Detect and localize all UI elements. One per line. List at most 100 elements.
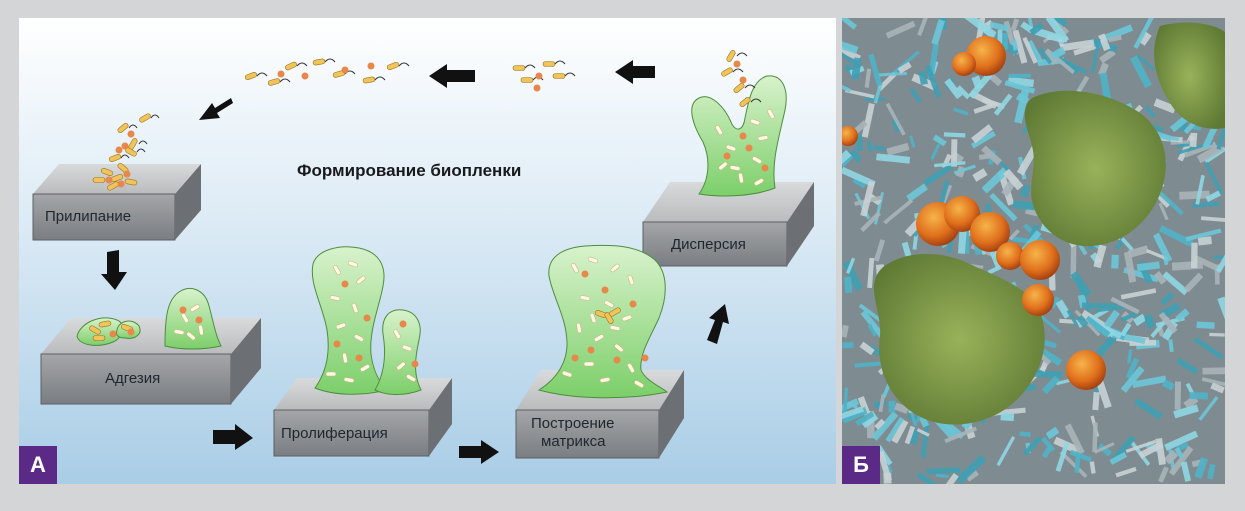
crystal bbox=[1041, 444, 1054, 459]
coccus-bacterium bbox=[739, 76, 747, 84]
crystal bbox=[1120, 322, 1132, 337]
crystal bbox=[970, 130, 996, 149]
crystal bbox=[1126, 349, 1133, 364]
crystal bbox=[842, 47, 861, 69]
crystal bbox=[934, 161, 966, 168]
rod-bacterium bbox=[542, 61, 556, 67]
rod-bacterium bbox=[767, 109, 775, 119]
flagellum bbox=[750, 98, 762, 103]
crystal bbox=[1189, 132, 1198, 148]
crystal bbox=[1059, 39, 1095, 52]
flagellum bbox=[374, 76, 386, 81]
crystal bbox=[993, 93, 1013, 116]
crystal bbox=[965, 469, 979, 482]
coccus-bacterium bbox=[109, 330, 117, 338]
flagellum bbox=[736, 52, 748, 57]
stage-label-matrix-line2: матрикса bbox=[541, 433, 606, 450]
flagellum bbox=[554, 60, 566, 65]
crystal bbox=[935, 473, 949, 479]
crystal bbox=[1019, 431, 1031, 437]
rod-bacterium bbox=[609, 325, 621, 331]
crystal bbox=[1180, 461, 1192, 482]
coccus-bacterium bbox=[601, 286, 609, 294]
crystal bbox=[1205, 190, 1221, 203]
flagellum bbox=[138, 140, 148, 145]
rod-bacterium bbox=[244, 72, 258, 80]
rod-bacterium bbox=[356, 275, 366, 285]
coccus-bacterium bbox=[127, 130, 135, 138]
crystal bbox=[1059, 450, 1088, 478]
rod-bacterium bbox=[752, 156, 762, 164]
rod-bacterium bbox=[124, 178, 138, 186]
stage-adhesion: Адгезия bbox=[40, 318, 261, 405]
coccus-bacterium bbox=[277, 70, 285, 78]
diagram-title: Формирование биопленки bbox=[297, 161, 521, 180]
crystal bbox=[1202, 367, 1225, 375]
biofilm-tower-short bbox=[374, 309, 422, 395]
rod-bacterium bbox=[614, 343, 624, 353]
crystal bbox=[1066, 309, 1079, 326]
crystal bbox=[1197, 236, 1212, 246]
crystal bbox=[923, 163, 954, 187]
crystal bbox=[860, 310, 887, 340]
crystal bbox=[1179, 190, 1210, 200]
coccus-6 bbox=[996, 242, 1024, 270]
crystal bbox=[1045, 18, 1070, 44]
coccus-1 bbox=[966, 36, 1006, 76]
crystal bbox=[1158, 466, 1169, 483]
crystal bbox=[1115, 466, 1137, 478]
rod-bacterium bbox=[599, 377, 611, 383]
crystal bbox=[1045, 426, 1060, 440]
biofilm-mature-matrix bbox=[537, 244, 669, 399]
crystal bbox=[1195, 174, 1205, 205]
rod-bacterium bbox=[757, 135, 769, 141]
coccus-bacterium bbox=[341, 66, 349, 74]
crystal bbox=[1098, 33, 1111, 52]
crystal bbox=[1207, 463, 1216, 480]
crystal bbox=[1153, 98, 1177, 114]
crystal bbox=[874, 418, 886, 430]
stage-label-adhesion: Адгезия bbox=[105, 370, 160, 387]
crystal bbox=[931, 19, 945, 46]
crystal bbox=[867, 323, 877, 337]
crystal bbox=[1050, 46, 1066, 60]
rod-bacterium bbox=[627, 363, 635, 373]
crystal bbox=[852, 177, 867, 189]
crystal bbox=[1144, 105, 1156, 118]
coccus-bacterium bbox=[127, 328, 135, 336]
crystal bbox=[1092, 391, 1100, 411]
crystal bbox=[866, 141, 873, 152]
crystal bbox=[842, 166, 876, 188]
rod-bacterium bbox=[749, 118, 761, 126]
crystal bbox=[873, 239, 886, 262]
arrow-right-2 bbox=[459, 440, 499, 464]
crystal bbox=[981, 145, 1003, 166]
crystal bbox=[965, 229, 970, 254]
crystal bbox=[888, 400, 896, 413]
crystal bbox=[842, 260, 864, 292]
crystal bbox=[1158, 190, 1184, 216]
crystal bbox=[876, 444, 893, 466]
crystal bbox=[1094, 442, 1115, 454]
coccus-bacterium bbox=[333, 340, 341, 348]
crystal bbox=[955, 454, 987, 484]
rod-bacterium bbox=[333, 265, 341, 275]
crystal bbox=[877, 72, 897, 91]
rod-bacterium bbox=[594, 334, 604, 342]
rod-bacterium bbox=[576, 322, 582, 334]
rod-bacterium bbox=[181, 313, 189, 323]
rod-bacterium bbox=[92, 335, 106, 341]
crystal bbox=[1016, 146, 1039, 176]
crystal bbox=[1125, 357, 1139, 380]
crystal bbox=[1163, 449, 1179, 465]
crystal bbox=[1153, 270, 1167, 285]
crystal bbox=[842, 39, 859, 55]
coccus-bacterium bbox=[195, 316, 203, 324]
crystal bbox=[1022, 36, 1038, 64]
crystal bbox=[1041, 375, 1060, 395]
panel-a-badge: А bbox=[19, 446, 57, 484]
biofilm-mass-corner bbox=[1154, 22, 1225, 129]
crystal bbox=[1099, 48, 1116, 64]
coccus-bacterium bbox=[581, 270, 589, 278]
crystal bbox=[991, 407, 1026, 416]
